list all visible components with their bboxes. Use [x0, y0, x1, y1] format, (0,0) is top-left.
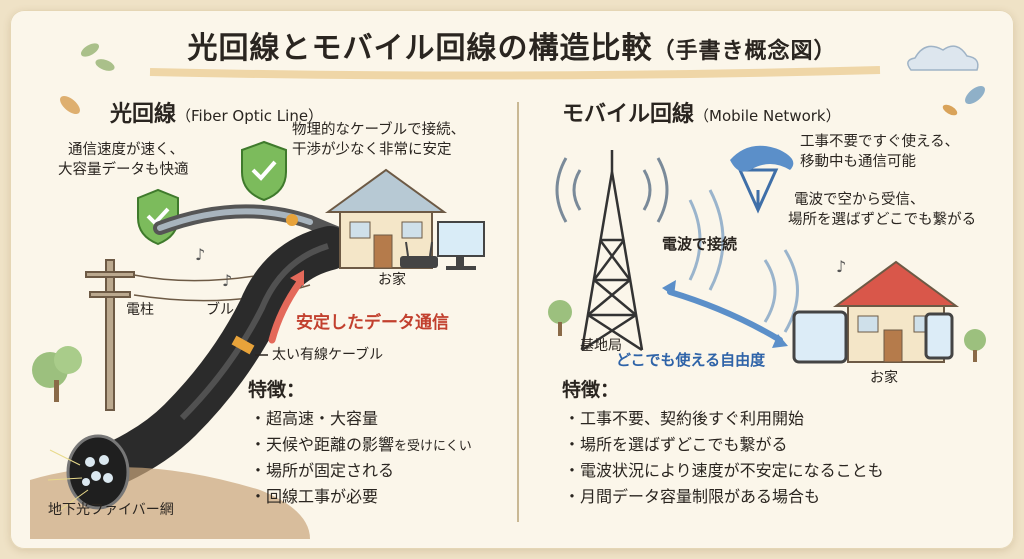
tablet-icon — [792, 310, 848, 364]
mobile-heading: モバイル回線（Mobile Network） — [562, 102, 841, 127]
fiber-features-heading: 特徴： — [248, 379, 306, 401]
mobile-heading-ja: モバイル回線 — [562, 102, 695, 127]
fiber-note-left-2: 大容量データも快適 — [58, 162, 189, 178]
music-note-icon: ♪♪ — [195, 245, 232, 290]
fiber-feature-2: ・天候や距離の影響を受けにくい — [250, 435, 472, 455]
fiber-feature-2-main: ・天候や距離の影響 — [250, 435, 395, 454]
cloud-icon — [907, 45, 979, 71]
stable-data-label: 安定したデータ通信 — [296, 313, 449, 333]
leaf-icon — [942, 86, 985, 116]
double-arrow-icon — [667, 289, 783, 343]
wave-connect-label: 電波で接続 — [662, 235, 738, 253]
mobile-note-mid-2: 場所を選ばずどこでも繋がる — [788, 212, 977, 228]
freedom-label: どこでも使える自由度 — [616, 351, 766, 369]
fiber-feature-3: ・場所が固定される — [250, 461, 395, 480]
mobile-feature-3: ・電波状況により速度が不安定になることも — [564, 461, 884, 480]
svg-text:♪: ♪ — [836, 257, 846, 276]
fiber-feature-2-tail: を受けにくい — [394, 439, 472, 454]
fiber-house-label: お家 — [378, 272, 406, 288]
shield-icon — [241, 140, 287, 202]
fiber-feature-1: ・超高速・大容量 — [250, 409, 379, 428]
mobile-note-top-2: 移動中も通信可能 — [800, 154, 916, 170]
antenna-icon — [730, 145, 794, 214]
title-main: 光回線とモバイル回線の構造比較 — [187, 31, 653, 66]
fiber-heading-ja: 光回線 — [110, 102, 177, 127]
monitor-icon — [437, 221, 485, 270]
mobile-note-top-1: 工事不要ですぐ使える、 — [800, 134, 960, 150]
column-divider — [517, 102, 519, 522]
fiber-heading: 光回線（Fiber Optic Line） — [110, 102, 323, 127]
smartphone-icon — [924, 312, 954, 360]
fiber-note-top-1: 物理的なケーブルで接続、 — [292, 122, 466, 138]
fiber-heading-en: （Fiber Optic Line） — [176, 107, 324, 125]
signal-waves-icon — [555, 157, 669, 223]
fiber-note-top-2: 干渉が少なく非常に安定 — [292, 142, 452, 158]
tree-icon — [548, 300, 986, 362]
router-icon — [400, 241, 438, 268]
title-underline — [149, 66, 881, 80]
mobile-features-heading: 特徴： — [562, 379, 620, 401]
mobile-feature-2: ・場所を選ばずどこでも繋がる — [564, 435, 788, 454]
mobile-heading-en: （Mobile Network） — [694, 107, 841, 125]
fiber-feature-4: ・回線工事が必要 — [250, 487, 379, 506]
signal-waves-icon — [688, 189, 799, 333]
pole-label: 電柱 — [126, 302, 154, 318]
mobile-feature-4: ・月間データ容量制限がある場合も — [564, 487, 821, 506]
cell-tower-icon — [580, 150, 644, 352]
underground-label: 地下光ファイバー網 — [48, 502, 174, 518]
leaf-icon — [60, 43, 115, 114]
poster: ♪♪ — [10, 10, 1014, 549]
music-note-icon: ♪ — [836, 257, 846, 276]
svg-text:♪: ♪ — [195, 245, 205, 264]
utility-pole — [85, 259, 135, 411]
tree-icon — [32, 346, 82, 402]
thick-cable-label: 太い有線ケーブル — [272, 347, 384, 363]
illustration: ♪♪ — [30, 43, 986, 539]
title-sub: （手書き概念図） — [652, 39, 837, 64]
page-title: 光回線とモバイル回線の構造比較（手書き概念図） — [10, 31, 1014, 67]
mobile-house-label: お家 — [870, 370, 898, 386]
cable-label: ブル — [206, 302, 234, 318]
arrow-up-icon — [268, 278, 304, 344]
station-label: 基地局 — [580, 338, 622, 354]
mobile-feature-1: ・工事不要、契約後すぐ利用開始 — [564, 409, 805, 428]
house-icon — [324, 168, 448, 269]
mobile-note-mid-1: 電波で空から受信、 — [794, 192, 925, 208]
svg-text:♪: ♪ — [222, 271, 232, 290]
fiber-note-left-1: 通信速度が速く、 — [68, 142, 184, 158]
